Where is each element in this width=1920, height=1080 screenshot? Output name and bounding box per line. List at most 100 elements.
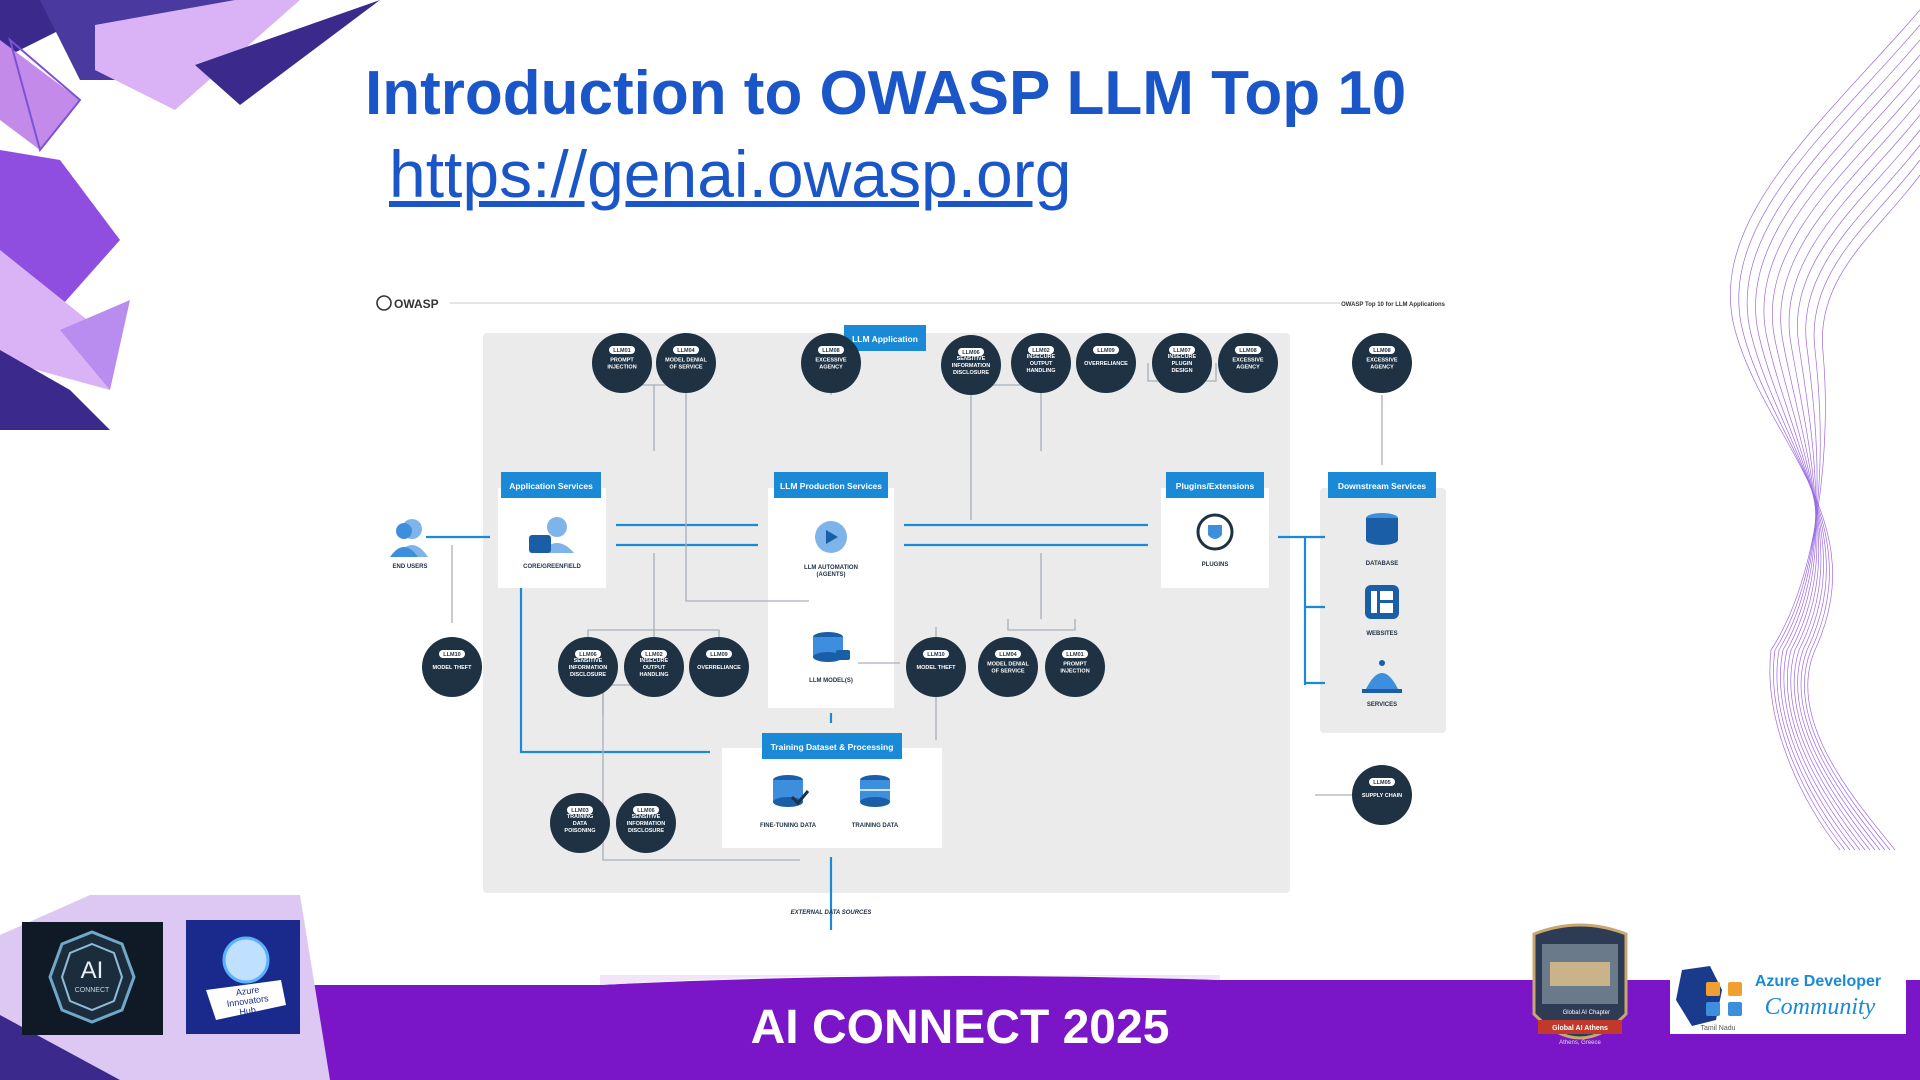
risk-id-label: LLM08 [1239, 348, 1256, 354]
agents-icon [815, 521, 847, 553]
agents-label-1: LLM AUTOMATION [804, 565, 858, 571]
risk-id-label: LLM07 [1173, 348, 1190, 354]
llm-production-header: LLM Production Services [780, 481, 882, 491]
risk-name-label: HANDLING [1026, 368, 1055, 374]
risk-id-label: LLM04 [999, 652, 1017, 658]
training-header: Training Dataset & Processing [771, 742, 894, 752]
websites-label: WEBSITES [1366, 631, 1397, 637]
core-greenfield-icon [529, 517, 574, 553]
corner-decoration [0, 0, 380, 430]
owasp-logo-icon [376, 295, 392, 311]
risk-id-label: LLM10 [927, 652, 944, 658]
risk-name-label: OUTPUT [643, 665, 666, 671]
risk-name-label: INJECTION [1060, 669, 1089, 675]
risk-name-label: OF SERVICE [991, 669, 1025, 675]
risk-name-label: INSECURE [1168, 354, 1197, 360]
risk-id-label: LLM01 [1066, 652, 1083, 658]
risk-name-label: EXCESSIVE [1366, 358, 1398, 364]
owasp-brand: OWASP [394, 297, 439, 311]
risk-name-label: OVERRELIANCE [1084, 361, 1128, 367]
risk-name-label: AGENCY [1236, 365, 1260, 371]
azure-developer-community-logo: Azure Developer Community Tamil Nadu [1670, 960, 1906, 1034]
training-data-icon [860, 775, 890, 807]
risk-name-label: EXCESSIVE [815, 358, 847, 364]
badge-text-1: Global AI Chapter [1563, 1010, 1610, 1016]
risk-name-label: SENSITIVE [957, 356, 986, 362]
risk-name-label: MODEL DENIAL [665, 358, 707, 364]
risk-id-label: LLM08 [1373, 348, 1390, 354]
risk-name-label: INFORMATION [627, 821, 665, 827]
database-label: DATABASE [1366, 561, 1398, 567]
azure-dev-text-2: Community [1765, 994, 1876, 1020]
fine-tuning-icon [773, 775, 810, 807]
plugins-header: Plugins/Extensions [1176, 481, 1255, 491]
risk-name-label: POISONING [564, 828, 595, 834]
llm-models-icon [813, 632, 850, 662]
models-label: LLM MODEL(S) [809, 678, 853, 684]
risk-name-label: MODEL THEFT [916, 665, 956, 671]
ai-connect-logo: AI CONNECT [22, 922, 163, 1035]
risk-name-label: INFORMATION [569, 665, 607, 671]
fine-tuning-label: FINE-TUNING DATA [760, 823, 817, 829]
risk-name-label: MODEL THEFT [432, 665, 472, 671]
risk-name-label: PROMPT [1063, 662, 1087, 668]
risk-name-label: SENSITIVE [632, 814, 661, 820]
risk-name-label: MODEL DENIAL [987, 662, 1029, 668]
training-data-label: TRAINING DATA [852, 823, 899, 829]
slide-link[interactable]: https://genai.owasp.org [389, 137, 1072, 211]
risk-name-label: SENSITIVE [574, 658, 603, 664]
azure-dev-text-3: Tamil Nadu [1700, 1025, 1735, 1032]
ai-connect-logo-text-2: CONNECT [75, 987, 110, 994]
risk-name-label: DESIGN [1171, 368, 1192, 374]
innovators-hub-logo: Azure Innovators Hub [186, 920, 300, 1034]
azure-dev-text-1: Azure Developer [1755, 973, 1881, 990]
diagram-header-right: OWASP Top 10 for LLM Applications [1341, 302, 1446, 308]
app-services-header: Application Services [509, 481, 593, 491]
innovators-hub-text-3: Hub [239, 1005, 257, 1017]
risk-name-label: OF SERVICE [669, 365, 703, 371]
footer-title: AI CONNECT 2025 [750, 1001, 1170, 1054]
external-sources-label: EXTERNAL DATA SOURCES [791, 910, 872, 916]
owasp-architecture-diagram: OWASP OWASP Top 10 for LLM Applications … [376, 295, 1446, 930]
services-label: SERVICES [1367, 702, 1397, 708]
app-services-box [498, 488, 606, 588]
risk-id-label: LLM05 [1373, 780, 1390, 786]
risk-name-label: PLUGIN [1172, 361, 1193, 367]
risk-id-label: LLM09 [1097, 348, 1114, 354]
risk-id-label: LLM10 [443, 652, 460, 658]
risk-name-label: OUTPUT [1030, 361, 1053, 367]
risk-name-label: DATA [573, 821, 587, 827]
risk-id-label: LLM08 [822, 348, 839, 354]
risk-name-label: SUPPLY CHAIN [1362, 793, 1402, 799]
end-users-label: END USERS [392, 564, 427, 570]
services-bell-icon [1362, 660, 1402, 693]
risk-name-label: OVERRELIANCE [697, 665, 741, 671]
downstream-header: Downstream Services [1338, 481, 1427, 491]
llm-application-label: LLM Application [852, 334, 918, 344]
database-icon [1366, 513, 1398, 545]
risk-name-label: INSECURE [1027, 354, 1056, 360]
risk-name-label: TRAINING [567, 814, 594, 820]
core-label: CORE/GREENFIELD [523, 564, 581, 570]
wave-decoration [1730, 9, 1920, 851]
risk-name-label: PROMPT [610, 358, 634, 364]
risk-id-label: LLM02 [1032, 348, 1049, 354]
risk-name-label: DISCLOSURE [628, 828, 664, 834]
